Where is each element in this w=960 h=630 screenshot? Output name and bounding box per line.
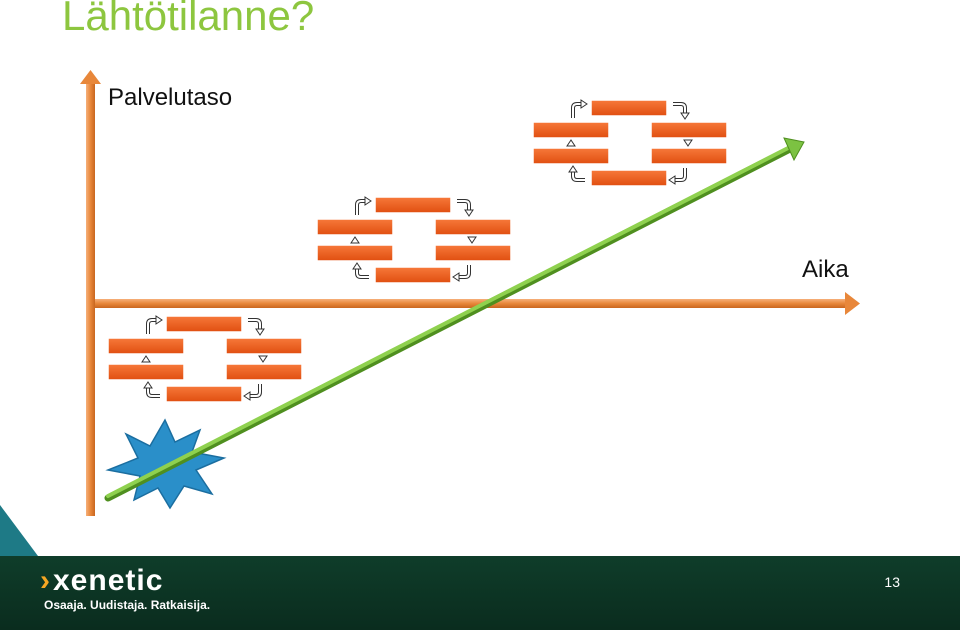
footer-bar: ›xenetic Osaaja. Uudistaja. Ratkaisija. …: [0, 556, 960, 630]
x-axis: [95, 292, 860, 315]
brand-chevron-icon: ›: [40, 564, 51, 597]
brand-logo: ›xenetic: [40, 564, 163, 598]
burst-shape: [105, 418, 227, 510]
trend-arrow: [104, 137, 805, 502]
x-axis-label: Aika: [802, 256, 849, 283]
y-axis-label: Palvelutaso: [108, 84, 233, 111]
corner-decoration: [0, 505, 38, 556]
brand-tagline: Osaaja. Uudistaja. Ratkaisija.: [44, 598, 211, 612]
service-level-diagram: [80, 70, 860, 516]
slide-title: Lähtötilanne?: [62, 0, 315, 39]
process-cycle-low: [106, 314, 304, 404]
process-cycle-mid: [315, 195, 513, 285]
page-number: 13: [884, 574, 900, 590]
process-cycle-high: [531, 98, 729, 188]
y-axis: [80, 70, 101, 516]
brand-name: xenetic: [53, 564, 164, 597]
